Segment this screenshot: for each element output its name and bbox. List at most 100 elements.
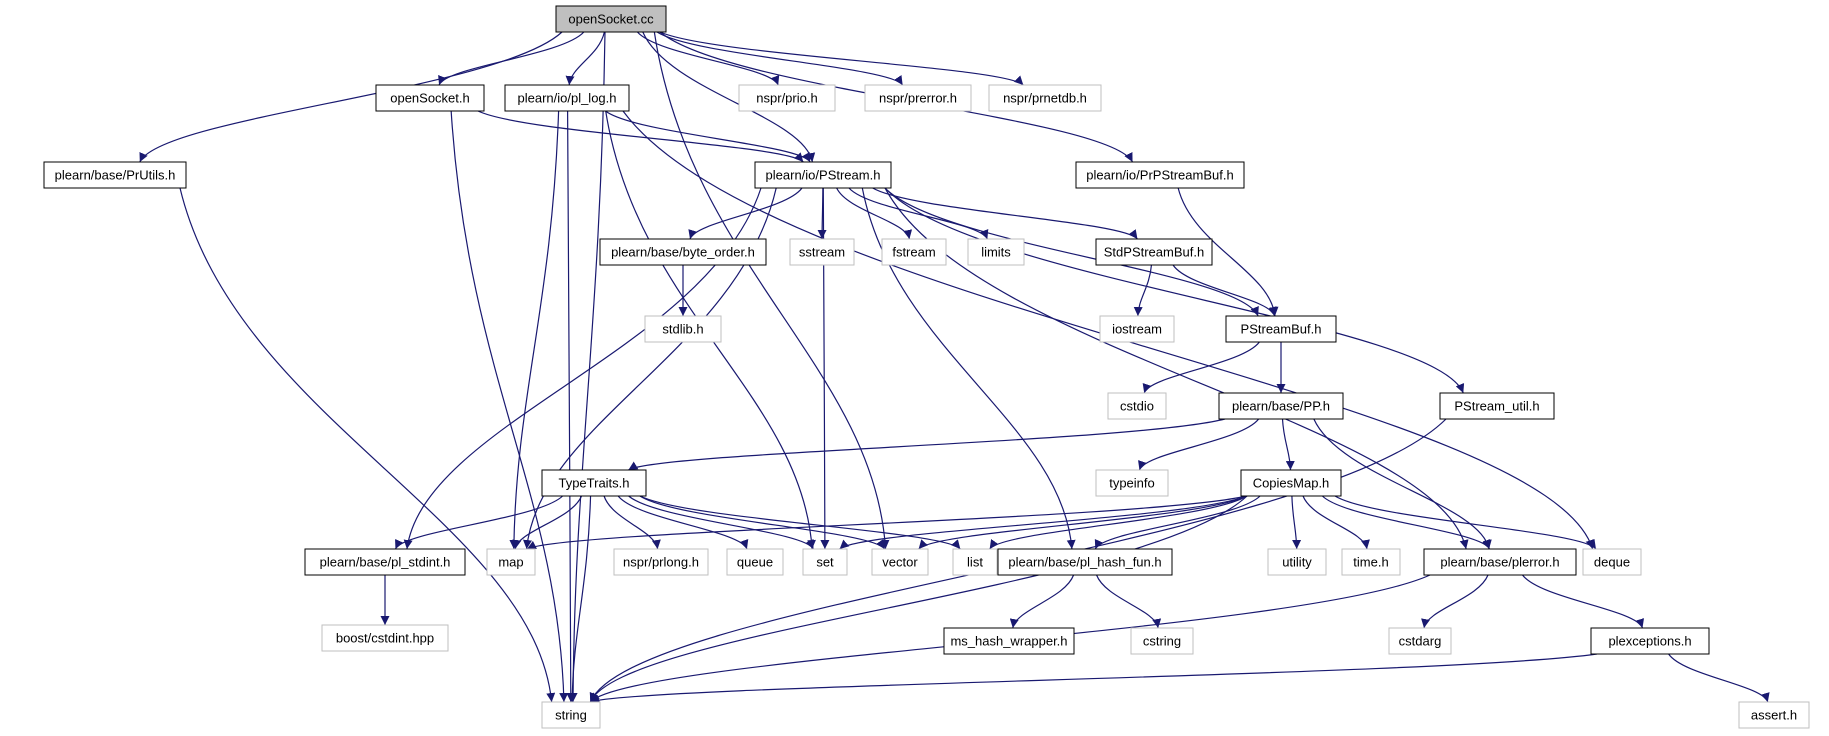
node-pl-stdint-h[interactable]: plearn/base/pl_stdint.h bbox=[304, 548, 466, 576]
edge-line bbox=[1177, 187, 1279, 317]
node-nspr-prlong: nspr/prlong.h bbox=[613, 548, 709, 576]
edge-PrUtils_h-to-string bbox=[179, 187, 556, 703]
node-box bbox=[1075, 161, 1245, 189]
edge-line bbox=[509, 110, 560, 550]
node-utility: utility bbox=[1267, 548, 1327, 576]
node-label: plearn/io/PStream.h bbox=[766, 168, 881, 183]
node-box bbox=[726, 548, 784, 576]
edge-plexceptions_h-to-assert_h bbox=[1668, 653, 1770, 703]
node-cstring: cstring bbox=[1130, 627, 1194, 655]
node-stdlib-h: stdlib.h bbox=[644, 315, 722, 343]
node-openSocket-cc: openSocket.cc bbox=[555, 5, 667, 33]
node-box bbox=[555, 5, 667, 33]
edge-pl_log_h-to-deque bbox=[622, 110, 1595, 550]
node-label: plexceptions.h bbox=[1608, 634, 1691, 649]
edge-PStream_h-to-PStream_util_h bbox=[884, 187, 1465, 394]
node-box bbox=[541, 701, 601, 729]
edge-PStream_h-to-sstream bbox=[817, 187, 827, 240]
node-label: nspr/prerror.h bbox=[879, 91, 957, 106]
edge-CopiesMap_h-to-pl_hash_fun_h bbox=[1094, 495, 1261, 550]
node-plerror-h[interactable]: plearn/base/plerror.h bbox=[1423, 548, 1577, 576]
node-box bbox=[1423, 548, 1577, 576]
node-boost-cstdint: boost/cstdint.hpp bbox=[321, 624, 449, 652]
edge-PStream_h-to-StdPStreamBuf_h bbox=[872, 187, 1138, 240]
node-label: nspr/prlong.h bbox=[623, 555, 699, 570]
edge-StdPStreamBuf_h-to-iostream bbox=[1133, 264, 1153, 317]
node-nspr-prerror: nspr/prerror.h bbox=[864, 84, 972, 112]
node-time-h: time.h bbox=[1341, 548, 1401, 576]
node-label: cstdio bbox=[1120, 399, 1154, 414]
node-label: nspr/prio.h bbox=[756, 91, 817, 106]
node-label: vector bbox=[882, 555, 918, 570]
edge-line bbox=[394, 495, 564, 550]
edge-line bbox=[1321, 495, 1491, 550]
node-openSocket-h[interactable]: openSocket.h bbox=[375, 84, 485, 112]
edge-line bbox=[1313, 418, 1492, 550]
edge-line bbox=[179, 187, 556, 703]
edge-line bbox=[1522, 574, 1644, 629]
edge-line bbox=[567, 495, 592, 703]
node-pl-log-h[interactable]: plearn/io/pl_log.h bbox=[504, 84, 630, 112]
node-label: TypeTraits.h bbox=[558, 476, 629, 491]
node-PP-h[interactable]: plearn/base/PP.h bbox=[1218, 392, 1344, 420]
edge-CopiesMap_h-to-string bbox=[589, 495, 1248, 703]
node-PrUtils-h[interactable]: plearn/base/PrUtils.h bbox=[43, 161, 187, 189]
edge-line bbox=[872, 187, 1138, 240]
edge-line bbox=[1668, 653, 1770, 703]
node-box bbox=[1240, 469, 1342, 497]
edge-CopiesMap_h-to-vector bbox=[918, 495, 1248, 550]
node-box bbox=[43, 161, 187, 189]
edge-openSocket_cc-to-PStream_h bbox=[642, 31, 816, 163]
edge-plerror_h-to-cstdarg bbox=[1421, 574, 1489, 629]
node-label: CopiesMap.h bbox=[1253, 476, 1330, 491]
edge-line bbox=[605, 110, 816, 550]
node-box bbox=[1590, 627, 1710, 655]
node-CopiesMap-h[interactable]: CopiesMap.h bbox=[1240, 469, 1342, 497]
node-TypeTraits-h[interactable]: TypeTraits.h bbox=[541, 469, 647, 497]
node-string: string bbox=[541, 701, 601, 729]
node-PStreamBuf-h[interactable]: PStreamBuf.h bbox=[1225, 315, 1337, 343]
node-pl-hash-fun-h[interactable]: plearn/base/pl_hash_fun.h bbox=[997, 548, 1173, 576]
edge-CopiesMap_h-to-utility bbox=[1291, 495, 1302, 550]
node-box bbox=[304, 548, 466, 576]
node-plexceptions-h[interactable]: plexceptions.h bbox=[1590, 627, 1710, 655]
edge-openSocket_cc-to-nspr_prerror bbox=[656, 31, 904, 86]
node-byte-order-h[interactable]: plearn/base/byte_order.h bbox=[599, 238, 767, 266]
edge-line bbox=[656, 31, 904, 86]
edge-PP_h-to-plerror_h bbox=[1313, 418, 1492, 550]
node-StdPStreamBuf-h[interactable]: StdPStreamBuf.h bbox=[1095, 238, 1213, 266]
node-box bbox=[1095, 469, 1169, 497]
node-PrPStreamBuf-h[interactable]: plearn/io/PrPStreamBuf.h bbox=[1075, 161, 1245, 189]
node-label: plearn/base/pl_hash_fun.h bbox=[1008, 555, 1161, 570]
edge-plerror_h-to-plexceptions_h bbox=[1522, 574, 1644, 629]
edge-line bbox=[639, 495, 961, 550]
node-label: plearn/io/PrPStreamBuf.h bbox=[1086, 168, 1233, 183]
edge-CopiesMap_h-to-list bbox=[989, 495, 1248, 550]
node-box bbox=[988, 84, 1102, 112]
node-box bbox=[1218, 392, 1344, 420]
edge-TypeTraits_h-to-map bbox=[512, 495, 583, 550]
edge-line bbox=[659, 31, 1024, 86]
node-box bbox=[375, 84, 485, 112]
edge-pl_hash_fun_h-to-cstring bbox=[1095, 574, 1162, 629]
edge-line bbox=[566, 110, 576, 703]
edge-TypeTraits_h-to-nspr_prlong bbox=[603, 495, 661, 550]
node-PStream-h[interactable]: plearn/io/PStream.h bbox=[754, 161, 892, 189]
node-box bbox=[1095, 238, 1213, 266]
node-ms-hash-wrapper-h[interactable]: ms_hash_wrapper.h bbox=[943, 627, 1075, 655]
edge-line bbox=[590, 653, 1598, 704]
node-box bbox=[599, 238, 767, 266]
edge-TypeTraits_h-to-set bbox=[628, 495, 814, 550]
node-label: set bbox=[816, 555, 834, 570]
node-box bbox=[1341, 548, 1401, 576]
edge-line bbox=[565, 31, 605, 86]
node-label: sstream bbox=[799, 245, 845, 260]
edge-line bbox=[622, 110, 1595, 550]
edge-CopiesMap_h-to-time_h bbox=[1302, 495, 1370, 550]
node-PStream-util-h[interactable]: PStream_util.h bbox=[1439, 392, 1555, 420]
edge-line bbox=[568, 31, 606, 703]
edge-pl_log_h-to-map bbox=[509, 110, 560, 550]
edge-line bbox=[817, 187, 827, 240]
node-label: PStreamBuf.h bbox=[1241, 322, 1322, 337]
node-fstream: fstream bbox=[881, 238, 947, 266]
